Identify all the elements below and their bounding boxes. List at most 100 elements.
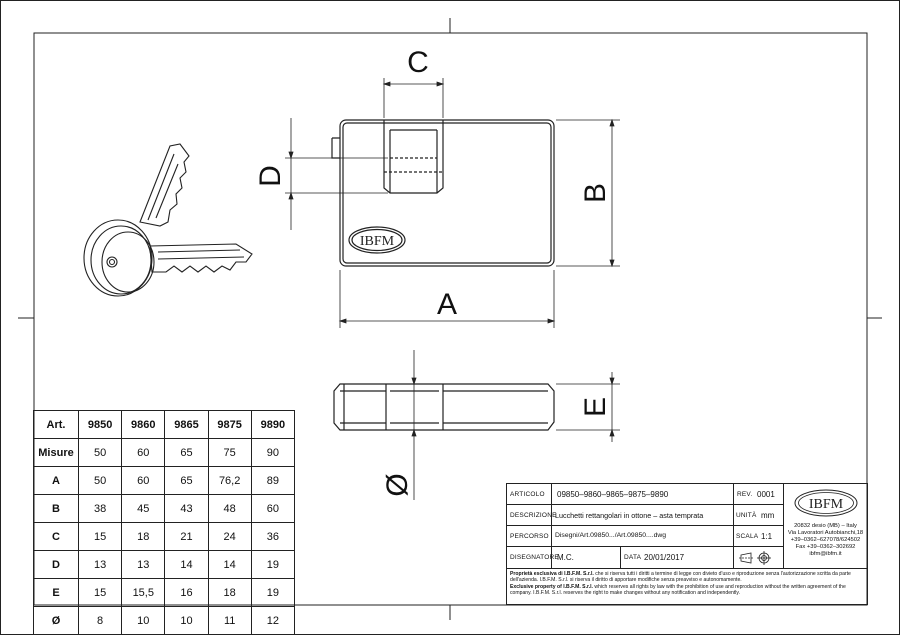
legal-en-heading: Exclusive property of I.B.F.M. S.r.l.: [510, 583, 593, 590]
title-row-descrizione: DESCRIZIONE Lucchetti rettangolari in ot…: [507, 505, 783, 526]
table-cell: 19: [250, 550, 296, 579]
title-row-percorso: PERCORSO Disegni/Art.09850.../Art.09850.…: [507, 526, 783, 547]
table-cell: 18: [207, 578, 252, 607]
table-row: A 50 60 65 76,2 89: [33, 466, 296, 495]
table-cell: 21: [164, 522, 209, 551]
table-cell: 75: [207, 438, 252, 467]
company-info: IBFM 20832 desio (MB) – Italy Via Lavora…: [783, 484, 867, 568]
table-cell: 76,2: [207, 466, 252, 495]
table-cell: Ø: [33, 606, 79, 635]
table-cell: 18: [121, 522, 166, 551]
data-value: 20/01/2017: [644, 553, 685, 562]
table-cell: 60: [121, 438, 166, 467]
table-header-cell: 9890: [250, 410, 296, 439]
table-cell: 10: [121, 606, 166, 635]
legal-it-text: che si riserva tutti i diritti a termine…: [510, 571, 851, 584]
table-cell: 60: [121, 466, 166, 495]
table-cell: 90: [250, 438, 296, 467]
unita-value: mm: [761, 511, 775, 520]
articolo-value: 09850–9860–9865–9875–9890: [557, 490, 669, 499]
dim-label-diameter: Ø: [381, 473, 414, 496]
unita-label: UNITÀ: [736, 512, 757, 519]
table-cell: 43: [164, 494, 209, 523]
table-cell: 89: [250, 466, 296, 495]
logo-oval: [348, 226, 406, 254]
descrizione-label: DESCRIZIONE: [510, 512, 557, 519]
logo-text-front: IBFM: [360, 234, 395, 249]
table-row: D 13 13 14 14 19: [33, 550, 296, 579]
percorso-label: PERCORSO: [510, 533, 549, 540]
scala-value: 1:1: [761, 532, 773, 541]
table-cell: 16: [164, 578, 209, 607]
dim-label-c: C: [407, 46, 429, 79]
table-cell: 14: [164, 550, 209, 579]
dim-label-e: E: [579, 397, 612, 417]
table-cell: 24: [207, 522, 252, 551]
address-line: 20832 desio (MB) – Italy: [794, 523, 857, 529]
table-header-row: Art. 9850 9860 9865 9875 9890: [33, 410, 296, 439]
table-cell: 14: [207, 550, 252, 579]
table-cell: 50: [77, 438, 123, 467]
dim-label-b: B: [579, 183, 612, 203]
table-row: C 15 18 21 24 36: [33, 522, 296, 551]
disegnatore-value: M.C.: [557, 553, 574, 562]
table-cell: A: [33, 466, 79, 495]
table-cell: B: [33, 494, 79, 523]
table-cell: 11: [207, 606, 252, 635]
table-header-cell: 9850: [77, 410, 123, 439]
scala-label: SCALA: [736, 533, 759, 540]
address-line: Fax +39–0362–302692: [795, 544, 856, 550]
table-cell: 36: [250, 522, 296, 551]
company-logo: IBFM: [794, 489, 857, 517]
table-cell: 12: [250, 606, 296, 635]
table-cell: Misure: [33, 438, 79, 467]
table-cell: 45: [121, 494, 166, 523]
padlock-front-view: [331, 119, 555, 267]
table-cell: 8: [77, 606, 123, 635]
table-header-cell: 9860: [121, 410, 166, 439]
percorso-value: Disegni/Art.09850.../Art.09850....dwg: [555, 532, 667, 539]
table-header-cell: 9875: [207, 410, 252, 439]
table-cell: 19: [250, 578, 296, 607]
table-cell: 15: [77, 578, 123, 607]
table-cell: 48: [207, 494, 252, 523]
projection-symbol-icon: [739, 551, 771, 565]
key-drawing: [83, 143, 253, 297]
padlock-side-view: [333, 383, 555, 431]
title-row-disegnatore: DISEGNATORE M.C. DATA 20/01/2017: [507, 547, 783, 568]
table-row: Misure 50 60 65 75 90: [33, 438, 296, 467]
disegnatore-label: DISEGNATORE: [510, 554, 559, 561]
dim-label-a: A: [437, 288, 457, 321]
legal-en-text: which reserves all rights by law with th…: [510, 583, 846, 596]
address-line: +39–0362–627078/624502: [790, 537, 861, 543]
logo-text: IBFM: [808, 497, 843, 512]
data-label: DATA: [624, 554, 642, 561]
table-cell: D: [33, 550, 79, 579]
table-cell: 15,5: [121, 578, 166, 607]
legal-it-heading: Proprietà esclusiva di I.B.F.M. S.r.l.: [510, 571, 594, 577]
table-row: Ø 8 10 10 11 12: [33, 606, 296, 635]
dimension-table: Art. 9850 9860 9865 9875 9890 Misure 50 …: [33, 410, 296, 635]
table-cell: 38: [77, 494, 123, 523]
rev-value: 0001: [757, 490, 775, 499]
rev-label: REV.: [737, 491, 753, 498]
table-cell: 65: [164, 466, 209, 495]
table-row: E 15 15,5 16 18 19: [33, 578, 296, 607]
table-cell: 15: [77, 522, 123, 551]
dim-label-d: D: [254, 165, 287, 187]
table-cell: 65: [164, 438, 209, 467]
table-header-cell: Art.: [33, 410, 79, 439]
address-line: Via Lavoratori Autobianchi,18: [787, 530, 864, 536]
address-line: ibfm@ibfm.it: [809, 551, 842, 557]
table-cell: 13: [121, 550, 166, 579]
table-row: B 38 45 43 48 60: [33, 494, 296, 523]
table-cell: C: [33, 522, 79, 551]
legal-notice: Proprietà esclusiva di I.B.F.M. S.r.l. c…: [507, 568, 867, 604]
table-cell: 60: [250, 494, 296, 523]
title-block: ARTICOLO 09850–9860–9865–9875–9890 REV. …: [506, 483, 868, 605]
descrizione-value: Lucchetti rettangolari in ottone – asta …: [555, 511, 704, 520]
table-header-cell: 9865: [164, 410, 209, 439]
title-row-articolo: ARTICOLO 09850–9860–9865–9875–9890 REV. …: [507, 484, 783, 505]
articolo-label: ARTICOLO: [510, 491, 545, 498]
table-cell: 10: [164, 606, 209, 635]
